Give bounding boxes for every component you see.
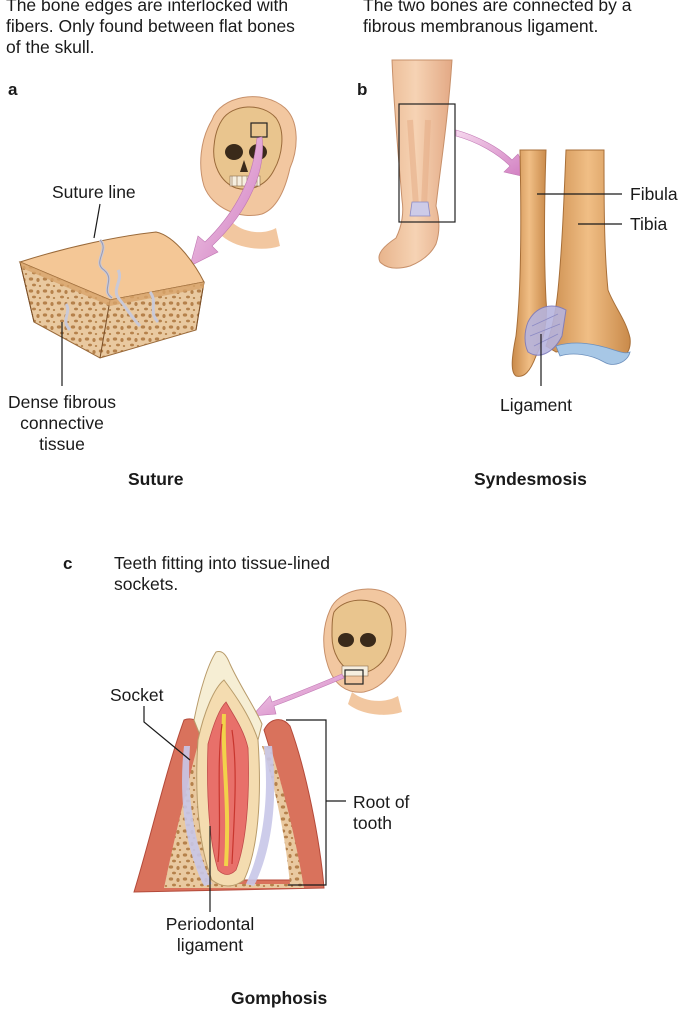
panel-letter-a: a xyxy=(8,80,17,100)
description-c-line-1: Teeth fitting into tissue-lined xyxy=(114,553,330,574)
description-a: The bone edges are interlocked with fibe… xyxy=(6,0,295,58)
label-root-of-tooth-line-1: Root of xyxy=(353,792,409,813)
label-root-of-tooth: Root of tooth xyxy=(353,792,409,834)
skull-head-c xyxy=(324,589,406,715)
description-c: Teeth fitting into tissue-lined sockets. xyxy=(114,553,330,595)
label-fibula: Fibula xyxy=(630,184,678,205)
title-gomphosis: Gomphosis xyxy=(231,988,327,1009)
label-suture-line: Suture line xyxy=(52,182,136,203)
title-syndesmosis: Syndesmosis xyxy=(474,469,587,490)
label-dense-fibrous: Dense fibrous connective tissue xyxy=(0,392,124,455)
leg-foot-illustration xyxy=(379,60,455,268)
leader-suture-line xyxy=(94,204,100,238)
description-a-line-1: The bone edges are interlocked with xyxy=(6,0,295,16)
label-periodontal-line-1: Periodontal xyxy=(148,914,272,935)
pointer-arrow-c xyxy=(252,674,344,716)
tibia-fibula-bones xyxy=(510,138,640,376)
panel-letter-b: b xyxy=(357,80,367,100)
label-periodontal-line-2: ligament xyxy=(148,935,272,956)
panel-letter-c: c xyxy=(63,554,72,574)
description-a-line-2: fibers. Only found between flat bones xyxy=(6,16,295,37)
skull-bone-slab xyxy=(20,232,204,358)
label-ligament: Ligament xyxy=(500,395,572,416)
description-b: The two bones are connected by a fibrous… xyxy=(363,0,632,37)
title-suture: Suture xyxy=(128,469,183,490)
label-tibia: Tibia xyxy=(630,214,667,235)
description-b-line-1: The two bones are connected by a xyxy=(363,0,632,16)
label-socket: Socket xyxy=(110,685,164,706)
description-a-line-3: of the skull. xyxy=(6,37,295,58)
label-root-of-tooth-line-2: tooth xyxy=(353,813,409,834)
skull-head-a xyxy=(201,97,296,249)
label-dense-fibrous-line-3: tissue xyxy=(0,434,124,455)
label-dense-fibrous-line-1: Dense fibrous xyxy=(0,392,124,413)
label-periodontal-ligament: Periodontal ligament xyxy=(148,914,272,956)
description-b-line-2: fibrous membranous ligament. xyxy=(363,16,632,37)
description-c-line-2: sockets. xyxy=(114,574,330,595)
label-dense-fibrous-line-2: connective xyxy=(0,413,124,434)
